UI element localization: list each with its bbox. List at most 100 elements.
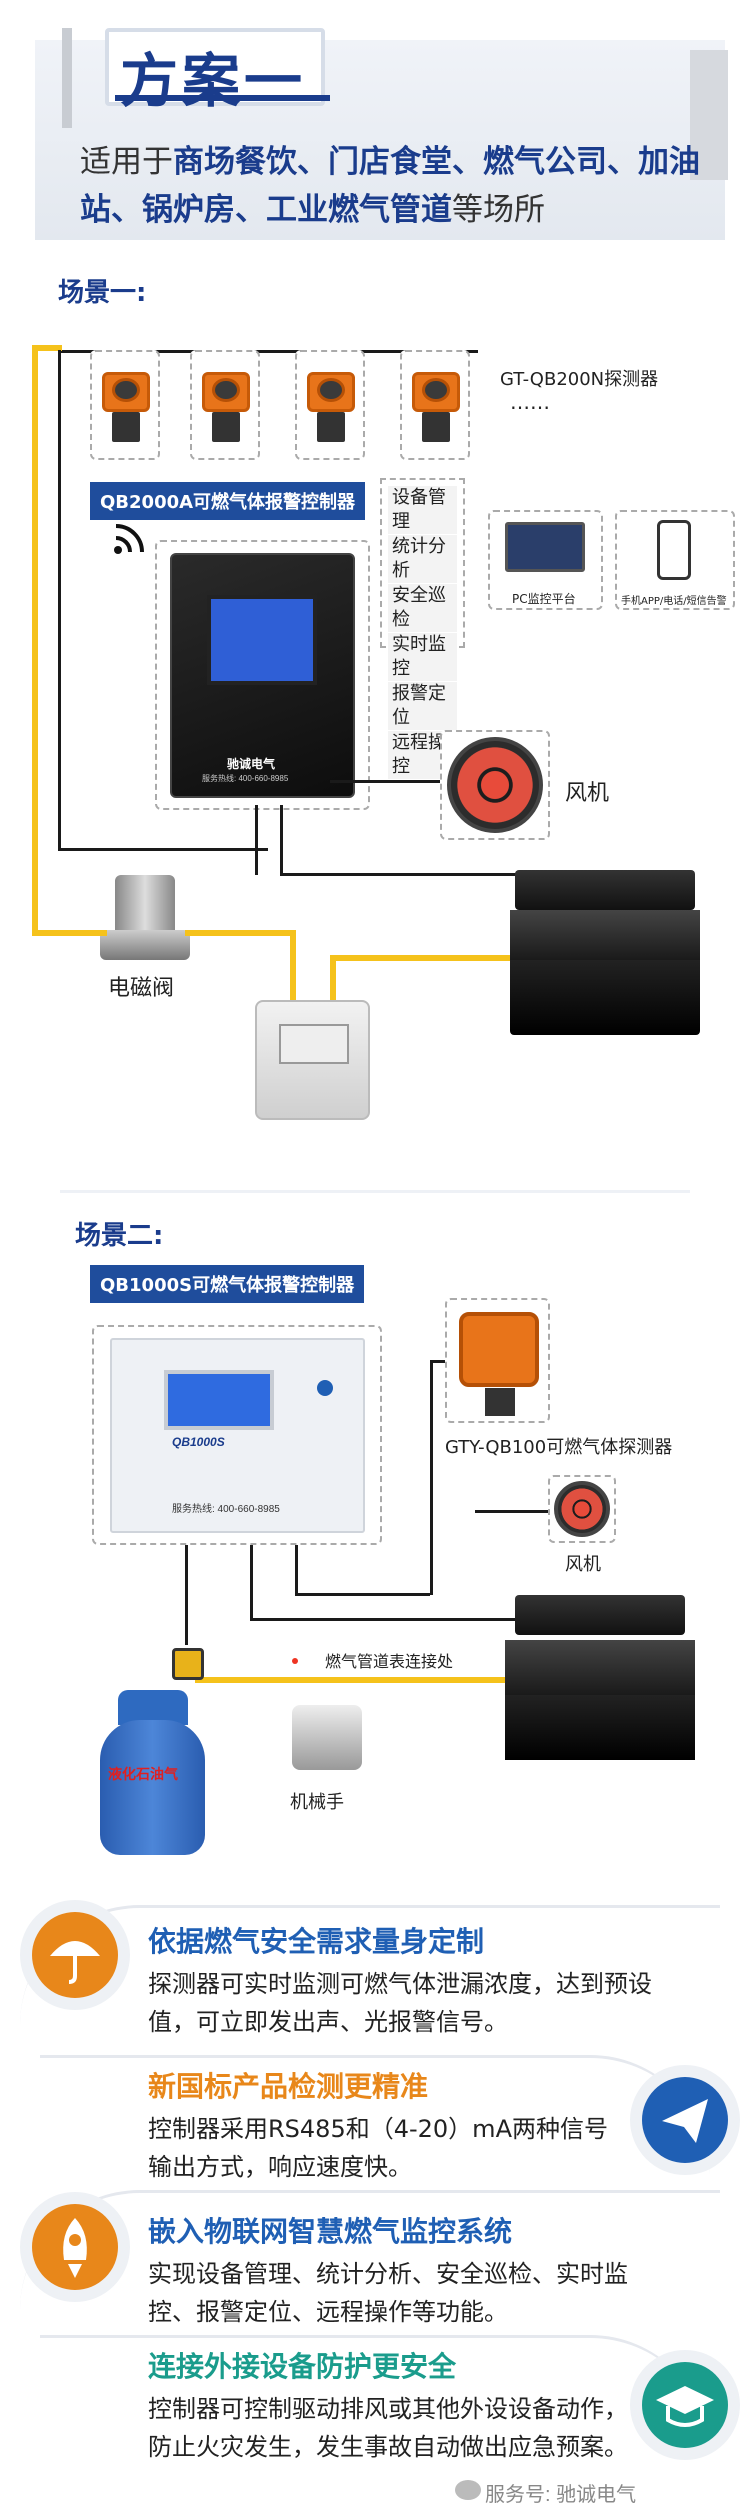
- mobile-app-label: 手机APP/电话/短信告警: [621, 596, 727, 607]
- function-item: 安全巡检: [388, 584, 457, 632]
- paper-plane-icon: [642, 2077, 728, 2163]
- rocket-icon: [32, 2204, 118, 2290]
- feature-1-curve: [20, 1905, 720, 2065]
- range-hood-scene2: [515, 1595, 685, 1635]
- gas-detector-4: [400, 350, 470, 460]
- feature-2-icon-ring: [630, 2065, 740, 2175]
- desc-suffix: 等场所: [452, 192, 545, 228]
- function-item: 实时监控: [388, 633, 457, 681]
- wire-to-stove-horizontal: [280, 873, 520, 876]
- watermark-text: 服务号: 驰诚电气: [485, 2484, 637, 2506]
- pipe-connection-label: 燃气管道表连接处: [325, 1652, 454, 1671]
- header-accent-bar: [62, 28, 72, 128]
- stove-cabinet: [510, 960, 700, 1035]
- gas-detector-3: [295, 350, 365, 460]
- gas-detector-1: [90, 350, 160, 460]
- mobile-app-card: 手机APP/电话/短信告警: [615, 510, 735, 610]
- controller-hotline: 服务热线: 400-660-8985: [202, 774, 289, 783]
- wire-s2-a-h: [295, 1593, 430, 1596]
- title-frame: [105, 28, 325, 106]
- smartphone-icon: [657, 520, 691, 580]
- cooktop: [510, 910, 700, 960]
- detector-housing-scene2: [459, 1312, 539, 1387]
- header-description: 适用于商场餐饮、门店食堂、燃气公司、加油站、锅炉房、工业燃气管道等场所: [80, 138, 730, 234]
- wire-to-fan: [330, 780, 440, 783]
- signal-wire-left: [58, 350, 61, 850]
- detector-label-scene2: GTY-QB100可燃气体探测器: [445, 1437, 673, 1458]
- range-hood: [515, 870, 695, 910]
- wire-s2-to-detector: [430, 1360, 433, 1595]
- fan-label-scene2: 风机: [565, 1554, 601, 1575]
- wire-s2-to-valve: [185, 1545, 188, 1645]
- function-item: 设备管理: [388, 486, 457, 534]
- wire-s2-to-stove: [250, 1618, 515, 1621]
- desc-venues: 商场餐饮、门店食堂、燃气公司、加油站、锅炉房、工业燃气管道: [80, 144, 700, 228]
- function-list: 设备管理 统计分析 安全巡检 实时监控 报警定位 远程操控: [380, 478, 465, 779]
- tank-handle: [118, 1690, 188, 1725]
- wechat-icon: [455, 2480, 481, 2500]
- detector-window: [422, 378, 450, 402]
- feature-4-icon-ring: [630, 2350, 740, 2460]
- fan-frame-scene2: [548, 1475, 616, 1543]
- detector-window: [317, 378, 345, 402]
- pc-platform-label: PC监控平台: [512, 592, 576, 606]
- feature-2-body: 控制器采用RS485和（4-20）mA两种信号输出方式，响应速度快。: [148, 2115, 608, 2181]
- detector-frame-scene2: [445, 1298, 550, 1423]
- feature-3-body: 实现设备管理、统计分析、安全巡检、实时监控、报警定位、远程操作等功能。: [148, 2260, 628, 2326]
- gas-pipe-to-meter: [290, 930, 296, 1030]
- wire-to-valve: [255, 805, 258, 875]
- function-item: 统计分析: [388, 535, 457, 583]
- detector-sensor: [112, 412, 140, 442]
- feature-1-title: 依据燃气安全需求量身定制: [148, 1925, 485, 1958]
- wifi-icon: [112, 520, 148, 556]
- detector-window: [212, 378, 240, 402]
- umbrella-icon: [32, 1912, 118, 1998]
- valve-on-tank: [172, 1648, 204, 1680]
- controller-model-text: QB1000S: [172, 1435, 225, 1449]
- detector-sensor: [317, 412, 345, 442]
- page-title: 方案一: [120, 47, 307, 115]
- exhaust-fan-icon: [447, 737, 543, 833]
- controller-panel-qb1000s: QB1000S 服务热线: 400-660-8985: [110, 1338, 365, 1533]
- controller-hotline-scene2: 服务热线: 400-660-8985: [172, 1504, 280, 1515]
- scene1-label: 场景一:: [58, 278, 147, 308]
- valve-body: [100, 930, 190, 960]
- scene2-label: 场景二:: [75, 1221, 164, 1251]
- monitor-icon: [505, 522, 585, 572]
- gas-pipe-top: [32, 345, 62, 351]
- manipulator-icon: [292, 1705, 362, 1770]
- feature-4-title: 连接外接设备防护更安全: [148, 2350, 457, 2383]
- wire-s2-a: [295, 1545, 298, 1595]
- feature-2-title: 新国标产品检测更精准: [148, 2070, 429, 2103]
- controller-label-scene1: QB2000A可燃气体报警控制器: [90, 482, 366, 520]
- controller-brand: 驰诚电气: [227, 757, 276, 771]
- gas-pipe-meter-out: [330, 955, 336, 1000]
- fan-frame: [440, 730, 550, 840]
- detector-sensor: [212, 412, 240, 442]
- gas-pipe-to-valve: [32, 930, 107, 936]
- header-accent-bar-right: [690, 50, 728, 180]
- title-underline: [115, 95, 330, 101]
- detector-sensor-scene2: [485, 1388, 515, 1416]
- gas-meter-icon: [255, 1000, 370, 1120]
- pc-platform-card: PC监控平台: [488, 510, 603, 610]
- lpg-tank-icon: 液化石油气: [100, 1720, 205, 1855]
- more-detectors-ellipsis: ……: [510, 390, 550, 414]
- feature-4-curve: [40, 2335, 710, 2475]
- detector-model-label: GT-QB200N探测器: [500, 369, 659, 390]
- feature-3-curve: [20, 2190, 720, 2330]
- wire-s2-to-fan: [475, 1510, 548, 1513]
- desc-prefix: 适用于: [80, 144, 173, 180]
- valve-label: 电磁阀: [108, 976, 175, 1001]
- controller-lcd-scene2: [164, 1370, 274, 1430]
- feature-1-body: 探测器可实时监测可燃气体泄漏浓度，达到预设值，可立即发出声、光报警信号。: [148, 1970, 652, 2036]
- signal-wire-bottom: [58, 848, 268, 851]
- stove-cabinet-scene2: [505, 1695, 695, 1760]
- cooktop-scene2: [505, 1640, 695, 1695]
- gas-pipe-after-valve: [185, 930, 295, 936]
- gas-pipe-scene2: [195, 1677, 505, 1683]
- feature-3-title: 嵌入物联网智慧燃气监控系统: [148, 2215, 513, 2248]
- feature-3-icon-ring: [20, 2192, 130, 2302]
- wire-s2-det-h: [430, 1360, 445, 1363]
- connection-point-dot: [292, 1658, 298, 1664]
